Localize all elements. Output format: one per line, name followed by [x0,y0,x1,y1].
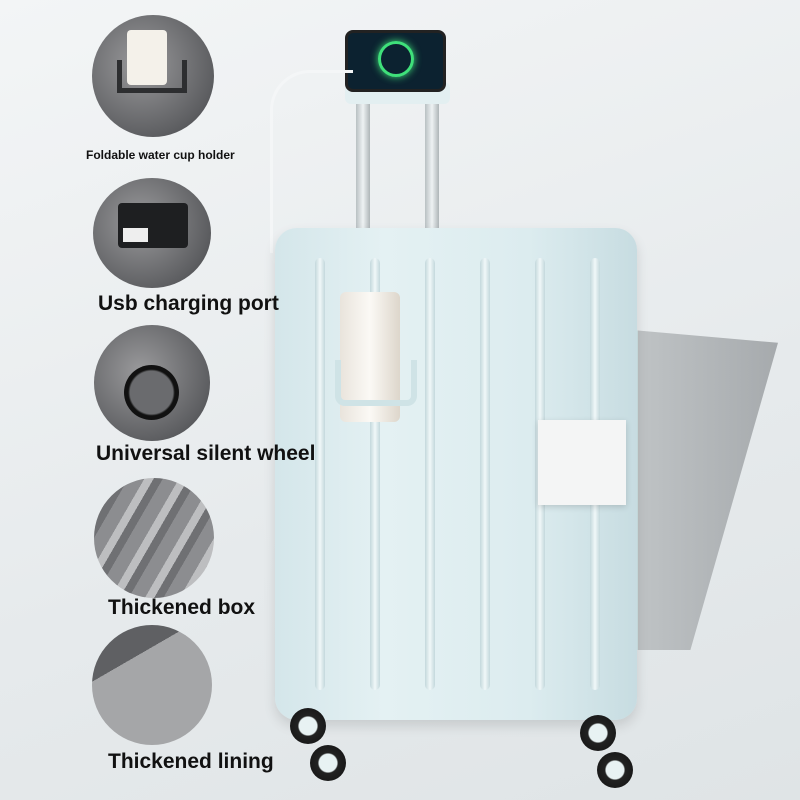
wheel [290,708,326,744]
suitcase-body [275,228,637,720]
phone [345,30,446,92]
lining-icon [92,625,212,745]
cup-holder [335,360,417,406]
feature-label-box: Thickened box [108,596,256,619]
feature-label-cup-holder: Foldable water cup holder [86,148,235,162]
cup-holder-icon [92,15,214,137]
wheel [580,715,616,751]
wheel [310,745,346,781]
feature-label-wheel: Universal silent wheel [96,442,316,465]
wheel-icon [94,325,210,441]
shell-icon [94,478,214,598]
trolley-rod-left [356,100,370,270]
usb-cable [270,70,353,253]
charging-icon [378,41,414,77]
feature-label-lining: Thickened lining [108,750,274,773]
feature-label-usb: Usb charging port [98,292,279,315]
wheel [597,752,633,788]
usb-port-icon [93,178,211,288]
shopping-bag [538,420,626,505]
trolley-rod-right [425,100,439,270]
open-front-lid [632,330,778,650]
